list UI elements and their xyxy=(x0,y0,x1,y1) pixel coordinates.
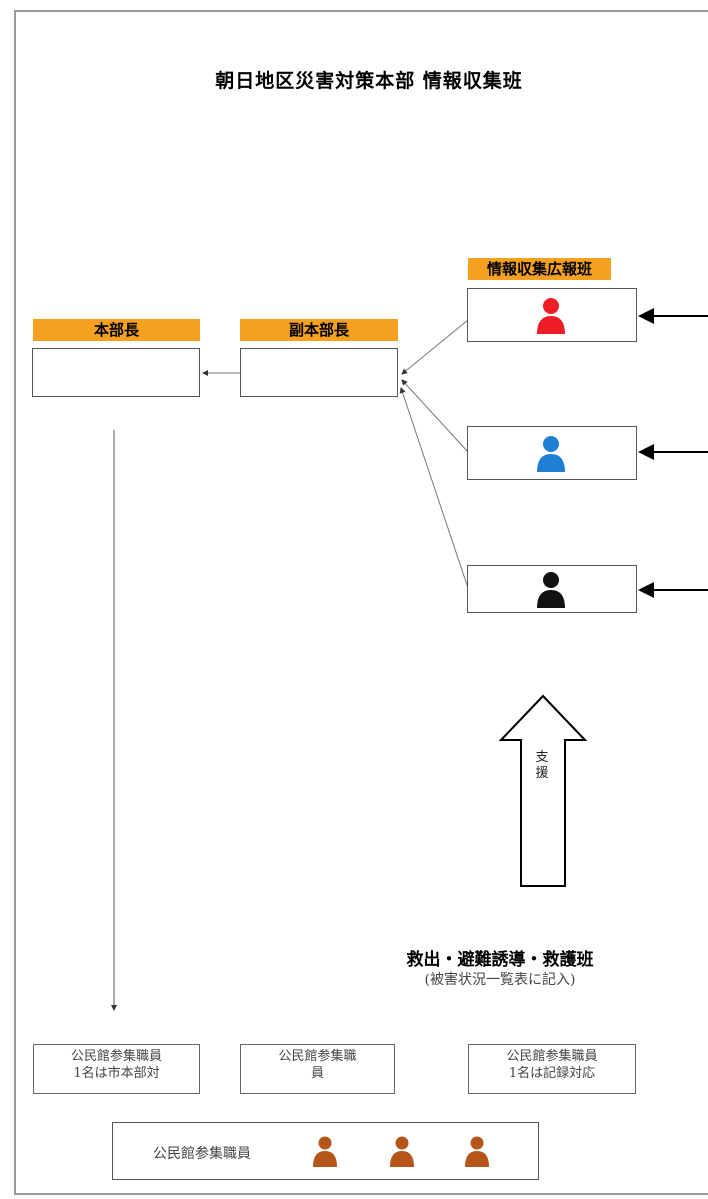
rescue-team-title: 救出・避難誘導・救護班 xyxy=(406,950,594,970)
info-member-box-2 xyxy=(467,426,637,480)
deputy-box xyxy=(240,348,398,397)
info-member-box-3 xyxy=(467,565,637,613)
staff-box-3: 公民館参集職員 1名は記録対応 xyxy=(468,1044,636,1094)
deputy-label: 副本部長 xyxy=(240,319,398,341)
person-icon-red xyxy=(537,298,565,334)
staff-box-1: 公民館参集職員 1名は市本部対 xyxy=(33,1044,200,1094)
support-label: 支援 xyxy=(535,750,549,781)
rescue-team-subtitle: (被害状況一覧表に記入) xyxy=(424,972,576,988)
chief-box xyxy=(32,348,200,397)
staff-box-1-line1: 公民館参集職員 xyxy=(70,1049,162,1064)
staff-box-2-line2: 員 xyxy=(310,1066,324,1081)
bottom-staff-box: 公民館参集職員 xyxy=(112,1122,539,1180)
diagram-frame xyxy=(14,10,708,1195)
staff-box-3-line2: 1名は記録対応 xyxy=(508,1066,596,1081)
info-member-box-1 xyxy=(467,288,637,342)
info-team-label: 情報収集広報班 xyxy=(468,258,611,280)
page-title: 朝日地区災害対策本部 情報収集班 xyxy=(215,70,523,92)
person-icon-brown xyxy=(390,1136,414,1167)
line-info3-to-deputy xyxy=(399,387,469,589)
staff-box-3-line1: 公民館参集職員 xyxy=(506,1049,598,1064)
staff-box-2: 公民館参集職 員 xyxy=(240,1044,395,1094)
support-arrow-icon xyxy=(498,694,588,887)
line-info2-to-deputy xyxy=(401,379,469,453)
person-icon-blue xyxy=(537,436,565,472)
staff-box-2-line1: 公民館参集職 xyxy=(278,1049,357,1064)
staff-box-1-line2: 1名は市本部対 xyxy=(73,1066,160,1081)
bottom-staff-label: 公民館参集職員 xyxy=(153,1146,251,1162)
line-info1-to-deputy xyxy=(401,319,469,375)
chief-label: 本部長 xyxy=(33,319,200,341)
person-icon-black xyxy=(537,572,565,608)
person-icon-brown xyxy=(313,1136,337,1167)
person-icon-brown xyxy=(465,1136,489,1167)
